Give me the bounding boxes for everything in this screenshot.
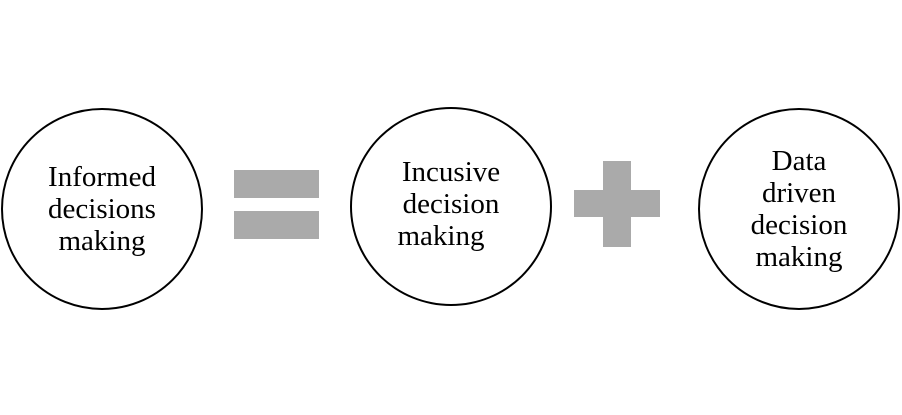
equals-bottom-bar	[234, 211, 319, 239]
label-line: Data	[771, 145, 827, 177]
inclusive-decision-label: Incusive decision making	[398, 155, 501, 252]
data-driven-decision-label: Data driven decision making	[751, 145, 848, 273]
informed-decisions-circle: Informed decisions making	[1, 108, 203, 310]
label-line: making	[755, 241, 843, 273]
data-driven-decision-circle: Data driven decision making	[698, 108, 900, 310]
label-line: driven	[761, 177, 837, 209]
label-line: Incusive	[401, 155, 501, 188]
equals-top-bar	[234, 170, 319, 198]
plus-vertical-bar	[603, 161, 631, 247]
inclusive-decision-circle: Incusive decision making	[350, 107, 552, 306]
label-line: Informed	[48, 161, 156, 193]
label-line: decision	[750, 209, 848, 241]
informed-decisions-label: Informed decisions making	[48, 161, 156, 257]
label-line: making	[397, 219, 485, 252]
label-line: decision	[402, 187, 500, 220]
label-line: making	[58, 225, 146, 257]
label-line: decisions	[48, 193, 156, 225]
